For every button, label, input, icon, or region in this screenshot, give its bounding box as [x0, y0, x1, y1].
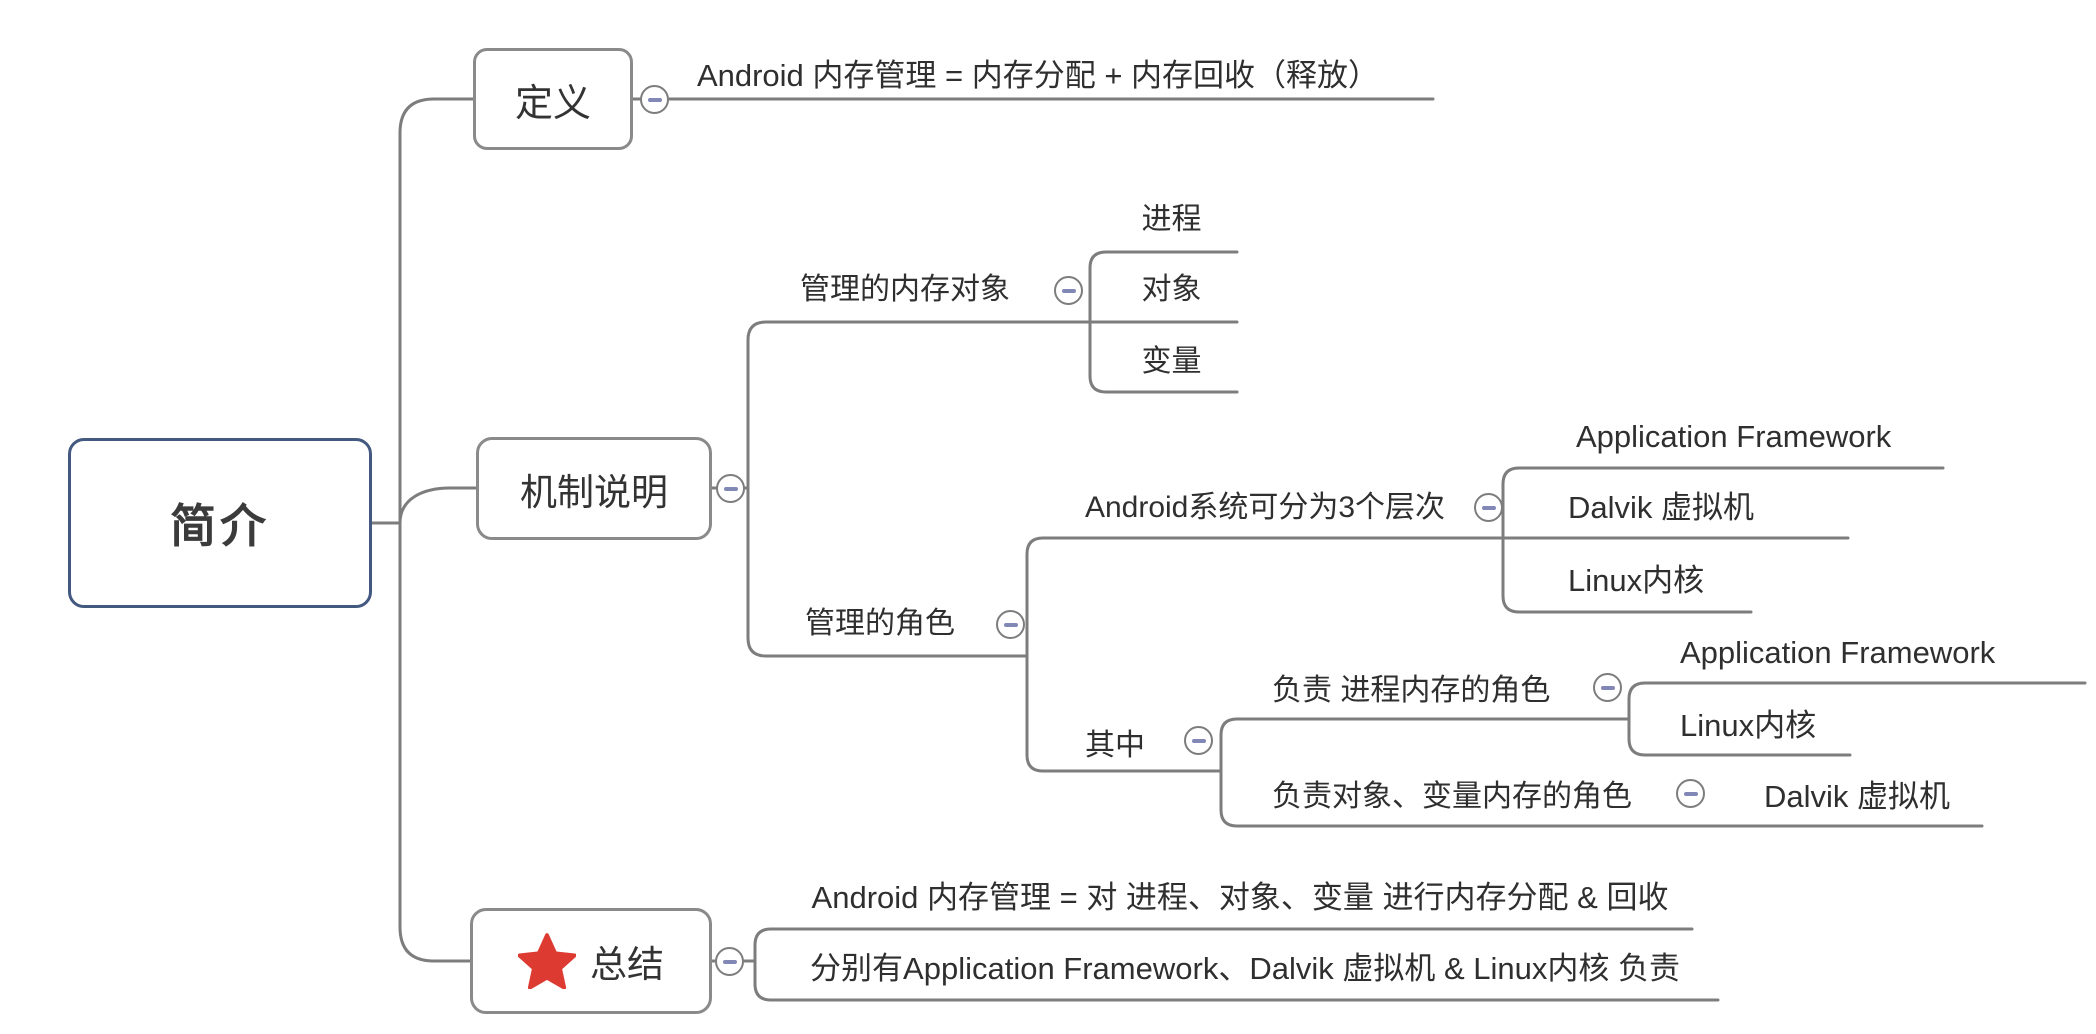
- subtopic-application-framework-2[interactable]: Application Framework: [1680, 635, 1996, 670]
- branch-line: [1627, 681, 1647, 757]
- minus-icon: [1600, 685, 1615, 690]
- root-topic-label: 简介: [170, 500, 270, 552]
- branch-line: [1088, 250, 1108, 394]
- branch-line: [398, 97, 475, 525]
- collapse-button-definition[interactable]: [640, 85, 669, 114]
- subtopic-memory-objects[interactable]: 管理的内存对象: [800, 273, 1010, 306]
- topic-mechanism-label: 机制说明: [520, 471, 668, 513]
- branch-line: [753, 927, 773, 1002]
- subtopic-dalvik-vm-2[interactable]: Dalvik 虚拟机: [1764, 779, 1951, 814]
- topic-summary[interactable]: 总结: [470, 908, 712, 1014]
- minus-icon: [1683, 791, 1698, 796]
- red-star-icon: [518, 933, 576, 989]
- minus-icon: [1481, 505, 1496, 510]
- subtopic-summary-line2[interactable]: 分别有Application Framework、Dalvik 虚拟机 & Li…: [810, 951, 1680, 986]
- collapse-button-among[interactable]: [1184, 726, 1213, 755]
- collapse-button-object-role[interactable]: [1676, 779, 1705, 808]
- subtopic-linux-kernel-2[interactable]: Linux内核: [1680, 708, 1817, 743]
- branch-line: [1025, 536, 1045, 773]
- subtopic-dalvik-vm-1[interactable]: Dalvik 虚拟机: [1568, 490, 1755, 525]
- topic-definition[interactable]: 定义: [473, 48, 633, 150]
- subtopic-roles[interactable]: 管理的角色: [805, 607, 955, 640]
- minus-icon: [647, 97, 662, 102]
- subtopic-three-levels[interactable]: Android系统可分为3个层次: [1084, 491, 1446, 524]
- subtopic-variable[interactable]: 变量: [1141, 345, 1202, 378]
- minus-icon: [722, 959, 737, 964]
- branch-line: [1501, 466, 1521, 614]
- collapse-button-three-levels[interactable]: [1474, 493, 1503, 522]
- subtopic-application-framework-1[interactable]: Application Framework: [1576, 419, 1892, 454]
- collapse-button-memory-objects[interactable]: [1054, 276, 1083, 305]
- branch-line: [1219, 717, 1239, 828]
- minus-icon: [1191, 738, 1206, 743]
- minus-icon: [1003, 622, 1018, 627]
- subtopic-linux-kernel-1[interactable]: Linux内核: [1568, 563, 1705, 598]
- branch-line: [746, 320, 768, 658]
- subtopic-object[interactable]: 对象: [1141, 273, 1202, 306]
- topic-mechanism[interactable]: 机制说明: [476, 437, 712, 540]
- collapse-button-mechanism[interactable]: [716, 474, 745, 503]
- topic-definition-label: 定义: [514, 82, 591, 125]
- subtopic-among[interactable]: 其中: [1085, 729, 1145, 762]
- collapse-button-summary[interactable]: [715, 947, 744, 976]
- minus-icon: [723, 486, 738, 491]
- subtopic-process-role[interactable]: 负责 进程内存的角色: [1272, 674, 1551, 707]
- branch-line: [398, 486, 478, 525]
- subtopic-definition-content[interactable]: Android 内存管理 = 内存分配 + 内存回收（释放）: [696, 58, 1380, 93]
- subtopic-summary-line1[interactable]: Android 内存管理 = 对 进程、对象、变量 进行内存分配 & 回收: [811, 880, 1669, 915]
- topic-summary-label: 总结: [590, 944, 664, 985]
- collapse-button-roles[interactable]: [996, 610, 1025, 639]
- branch-line: [398, 521, 472, 963]
- collapse-button-process-role[interactable]: [1593, 673, 1622, 702]
- subtopic-process[interactable]: 进程: [1141, 203, 1202, 236]
- subtopic-object-role[interactable]: 负责对象、变量内存的角色: [1272, 780, 1632, 813]
- minus-icon: [1061, 288, 1076, 293]
- root-topic[interactable]: 简介: [68, 438, 372, 608]
